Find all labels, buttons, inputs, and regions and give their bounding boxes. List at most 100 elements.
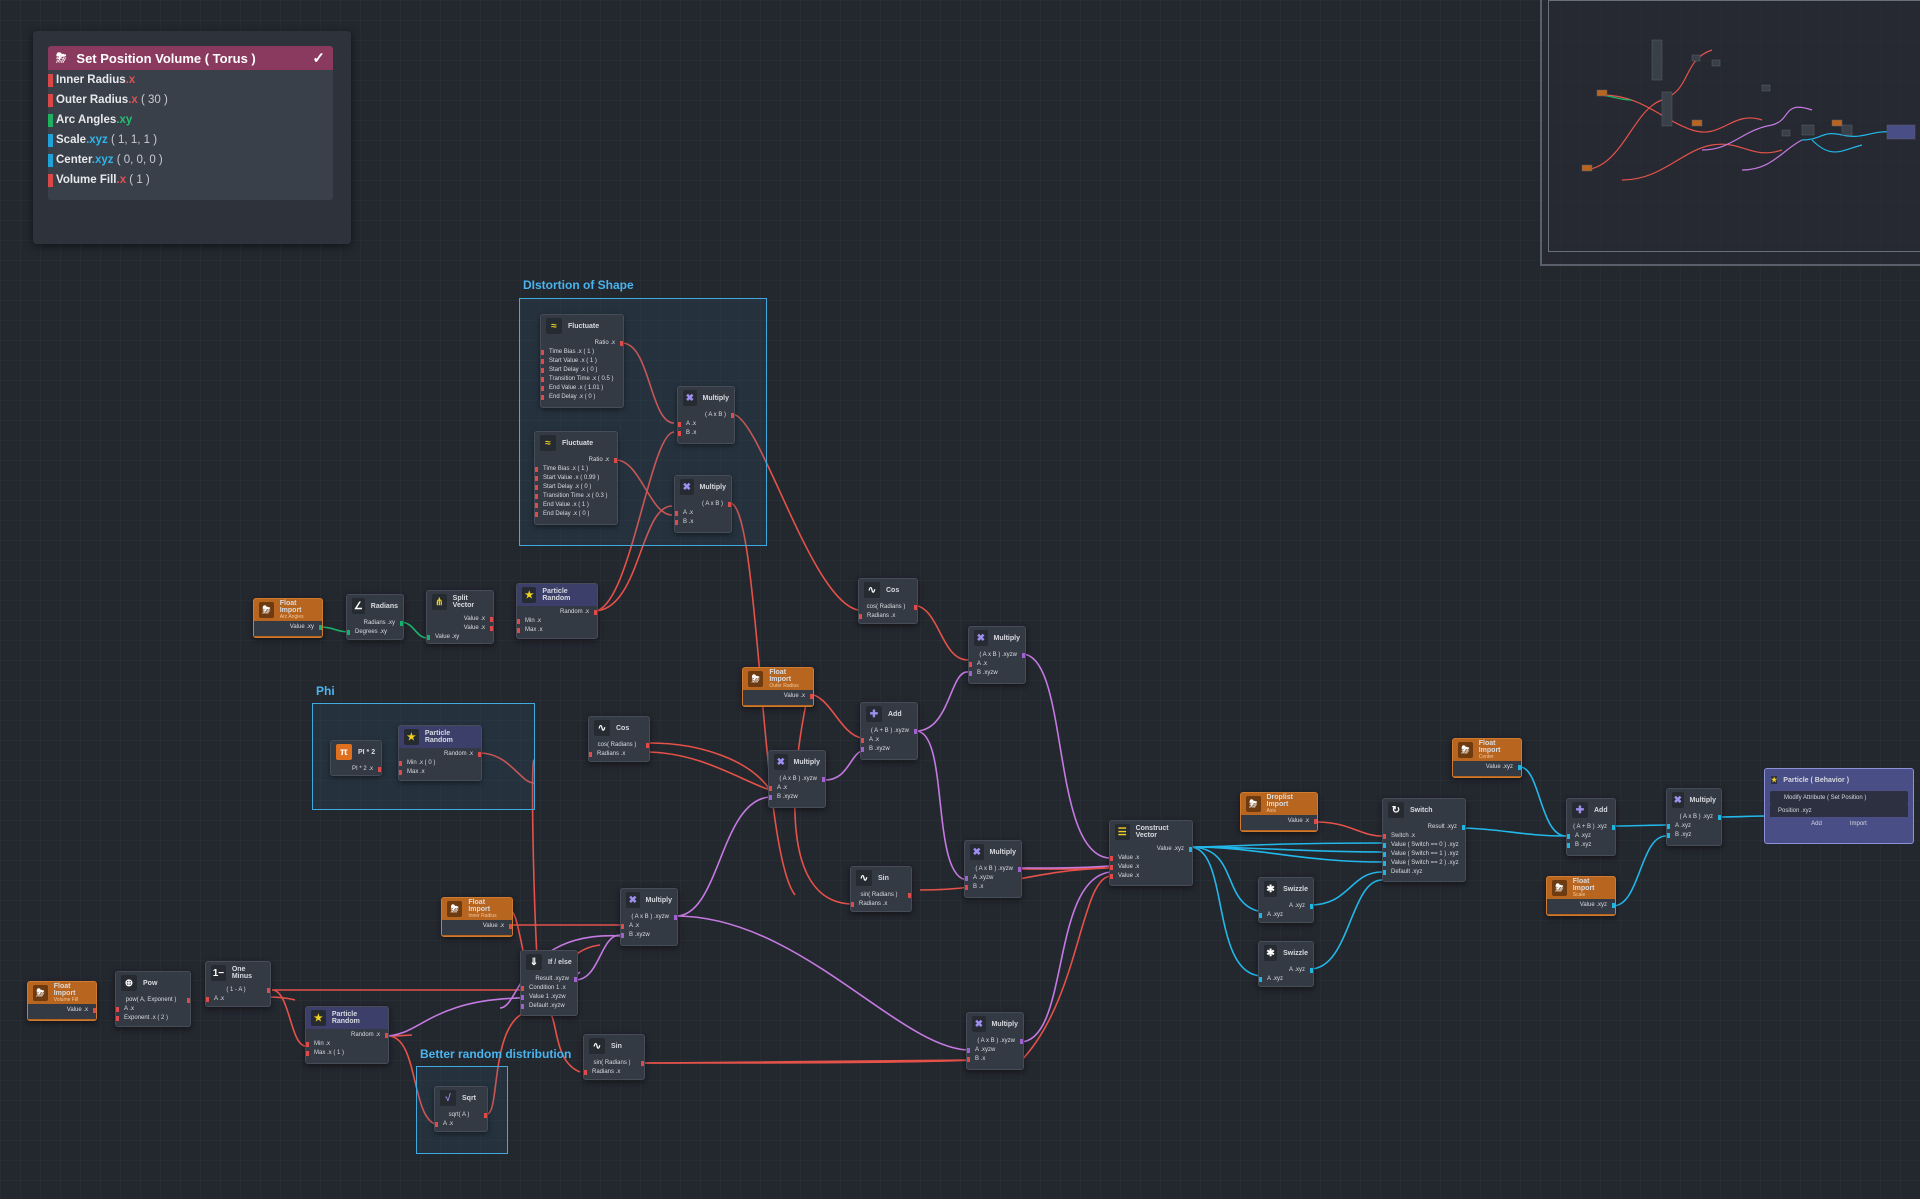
port-result[interactable]: ( A x B ) .xyzw [625, 913, 677, 922]
node-particle-random-1[interactable]: ★Particle Random Random .x Min .x Max .x [516, 583, 598, 639]
node-if-else[interactable]: ⇓If / else Result .xyzw Condition 1 .x V… [520, 950, 578, 1016]
port-start-delay[interactable]: Start Delay .x ( 0 ) [541, 366, 619, 375]
port-b[interactable]: B .xyzw [861, 745, 913, 754]
port-a[interactable]: A .x [206, 995, 266, 1004]
port-random[interactable]: Random .x [521, 608, 597, 617]
port-radians[interactable]: Radians .xy [351, 619, 403, 628]
port-sin-out[interactable]: sin( Radians ) [588, 1059, 644, 1068]
port-b[interactable]: B .xyz [1667, 831, 1717, 840]
port-ratio[interactable]: Ratio .x [539, 456, 617, 465]
port-pi2[interactable]: PI * 2 .x [335, 765, 381, 774]
param-arc-angles[interactable]: Arc Angles.xy [48, 110, 333, 130]
port-end-value[interactable]: End Value .x ( 1.01 ) [541, 384, 619, 393]
port-result[interactable]: ( A x B ) .xyzw [773, 775, 825, 784]
node-swizzle-2[interactable]: ✱Swizzle A .xyz A .xyz [1258, 941, 1314, 987]
param-center[interactable]: Center.xyz ( 0, 0, 0 ) [48, 150, 333, 170]
port-min[interactable]: Min .x [517, 617, 593, 626]
port-min[interactable]: Min .x ( 0 ) [399, 759, 477, 768]
node-one-minus[interactable]: 1−One Minus ( 1 - A ) A .x [205, 961, 271, 1007]
port-value[interactable]: Value .xy [258, 623, 322, 632]
node-cos-1[interactable]: ∿Cos cos( Radians ) Radians .x [858, 578, 918, 624]
port-b[interactable]: B .xyz [1567, 841, 1611, 850]
port-switch[interactable]: Switch .x [1383, 832, 1461, 841]
port-value[interactable]: Value .xyz [1457, 763, 1521, 772]
param-inner-radius[interactable]: Inner Radius.x [48, 70, 333, 90]
port-sin-out[interactable]: sin( Radians ) [855, 891, 911, 900]
port-result[interactable]: ( A + B ) .xyzw [865, 727, 917, 736]
port-transition-time[interactable]: Transition Time .x ( 0.5 ) [541, 375, 619, 384]
port-value-y[interactable]: Value .x [431, 624, 493, 633]
graph-minimap[interactable] [1540, 0, 1920, 266]
position-input[interactable]: Position .xyz [1770, 805, 1908, 817]
group-title-better-random[interactable]: Better random distribution [420, 1047, 572, 1061]
port-ratio[interactable]: Ratio .x [545, 339, 623, 348]
port-default[interactable]: Default .xyz [1383, 868, 1461, 877]
port-radians[interactable]: Radians .x [851, 900, 907, 909]
port-max[interactable]: Max .x ( 1 ) [306, 1049, 384, 1058]
port-sqrt-out[interactable]: sqrt( A ) [439, 1111, 487, 1120]
node-sin-1[interactable]: ∿Sin sin( Radians ) Radians .x [850, 866, 912, 912]
node-sqrt[interactable]: √Sqrt sqrt( A ) A .x [434, 1086, 488, 1132]
port-result[interactable]: Result .xyz [1387, 823, 1465, 832]
node-pow[interactable]: ⊕Pow pow( A, Exponent ) A .x Exponent .x… [115, 971, 191, 1027]
node-multiply-d2[interactable]: ✖Multiply ( A x B ) A .x B .x [674, 475, 732, 533]
port-value-y[interactable]: Value .x [1110, 863, 1188, 872]
port-result[interactable]: ( A x B ) .xyzw [969, 865, 1021, 874]
port-result[interactable]: Result .xyzw [525, 975, 577, 984]
port-end-value[interactable]: End Value .x ( 1 ) [535, 501, 613, 510]
node-multiply-s[interactable]: ✖Multiply ( A x B ) .xyzw A .xyzw B .x [964, 840, 1022, 898]
port-out[interactable]: A .xyz [1263, 902, 1313, 911]
port-a[interactable]: A .xyz [1259, 911, 1309, 920]
panel-header[interactable]: ⛈ Set Position Volume ( Torus ) ✓ [48, 46, 333, 70]
port-value-in[interactable]: Value .xy [427, 633, 489, 642]
port-time-bias[interactable]: Time Bias .x ( 1 ) [541, 348, 619, 357]
port-result[interactable]: ( A x B ) .xyzw [971, 1037, 1023, 1046]
port-a[interactable]: A .x [116, 1005, 186, 1014]
port-min[interactable]: Min .x [306, 1040, 384, 1049]
port-max[interactable]: Max .x [517, 626, 593, 635]
port-out[interactable]: A .xyz [1263, 966, 1313, 975]
port-value-x[interactable]: Value .x [1110, 854, 1188, 863]
port-a[interactable]: A .x [621, 922, 673, 931]
node-multiply-c1[interactable]: ✖Multiply ( A x B ) .xyzw A .x B .xyzw [968, 626, 1026, 684]
node-radians[interactable]: ∠Radians Radians .xy Degrees .xy [346, 594, 404, 640]
node-multiply-m[interactable]: ✖Multiply ( A x B ) .xyzw A .x B .xyzw [768, 750, 826, 808]
port-max[interactable]: Max .x [399, 768, 477, 777]
port-start-value[interactable]: Start Value .x ( 1 ) [541, 357, 619, 366]
port-b[interactable]: B .x [678, 429, 730, 438]
port-a[interactable]: A .x [678, 420, 730, 429]
port-b[interactable]: B .xyzw [969, 669, 1021, 678]
port-one-minus-out[interactable]: ( 1 - A ) [210, 986, 270, 995]
port-a[interactable]: A .xyzw [967, 1046, 1019, 1055]
param-scale[interactable]: Scale.xyz ( 1, 1, 1 ) [48, 130, 333, 150]
port-a[interactable]: A .x [435, 1120, 483, 1129]
port-result[interactable]: ( A x B ) .xyz [1671, 813, 1721, 822]
port-b[interactable]: B .x [965, 883, 1017, 892]
group-title-distortion[interactable]: DIstortion of Shape [523, 278, 634, 292]
port-a[interactable]: A .xyz [1259, 975, 1309, 984]
port-a[interactable]: A .xyzw [965, 874, 1017, 883]
port-value-z[interactable]: Value .x [1110, 872, 1188, 881]
port-a[interactable]: A .x [969, 660, 1021, 669]
node-construct-vector[interactable]: ☰Construct Vector Value .xyz Value .x Va… [1109, 820, 1193, 886]
param-outer-radius[interactable]: Outer Radius.x ( 30 ) [48, 90, 333, 110]
node-split-vector[interactable]: ⋔Split Vector Value .x Value .x Value .x… [426, 590, 494, 644]
port-b[interactable]: B .xyzw [621, 931, 673, 940]
port-case-2[interactable]: Value ( Switch == 2 ) .xyz [1383, 859, 1461, 868]
port-random[interactable]: Random .x [310, 1031, 388, 1040]
port-random[interactable]: Random .x [403, 750, 481, 759]
node-particle-random-2[interactable]: ★Particle Random Random .x Min .x ( 0 ) … [398, 725, 482, 781]
port-exponent[interactable]: Exponent .x ( 2 ) [116, 1014, 186, 1023]
import-button[interactable]: Import [1849, 821, 1867, 827]
port-pow-out[interactable]: pow( A, Exponent ) [120, 996, 190, 1005]
port-value[interactable]: Value .x [32, 1006, 96, 1015]
port-result[interactable]: ( A x B ) [679, 500, 731, 509]
port-end-delay[interactable]: End Delay .x ( 0 ) [535, 510, 613, 519]
node-switch[interactable]: ↻Switch Result .xyz Switch .x Value ( Sw… [1382, 798, 1466, 882]
